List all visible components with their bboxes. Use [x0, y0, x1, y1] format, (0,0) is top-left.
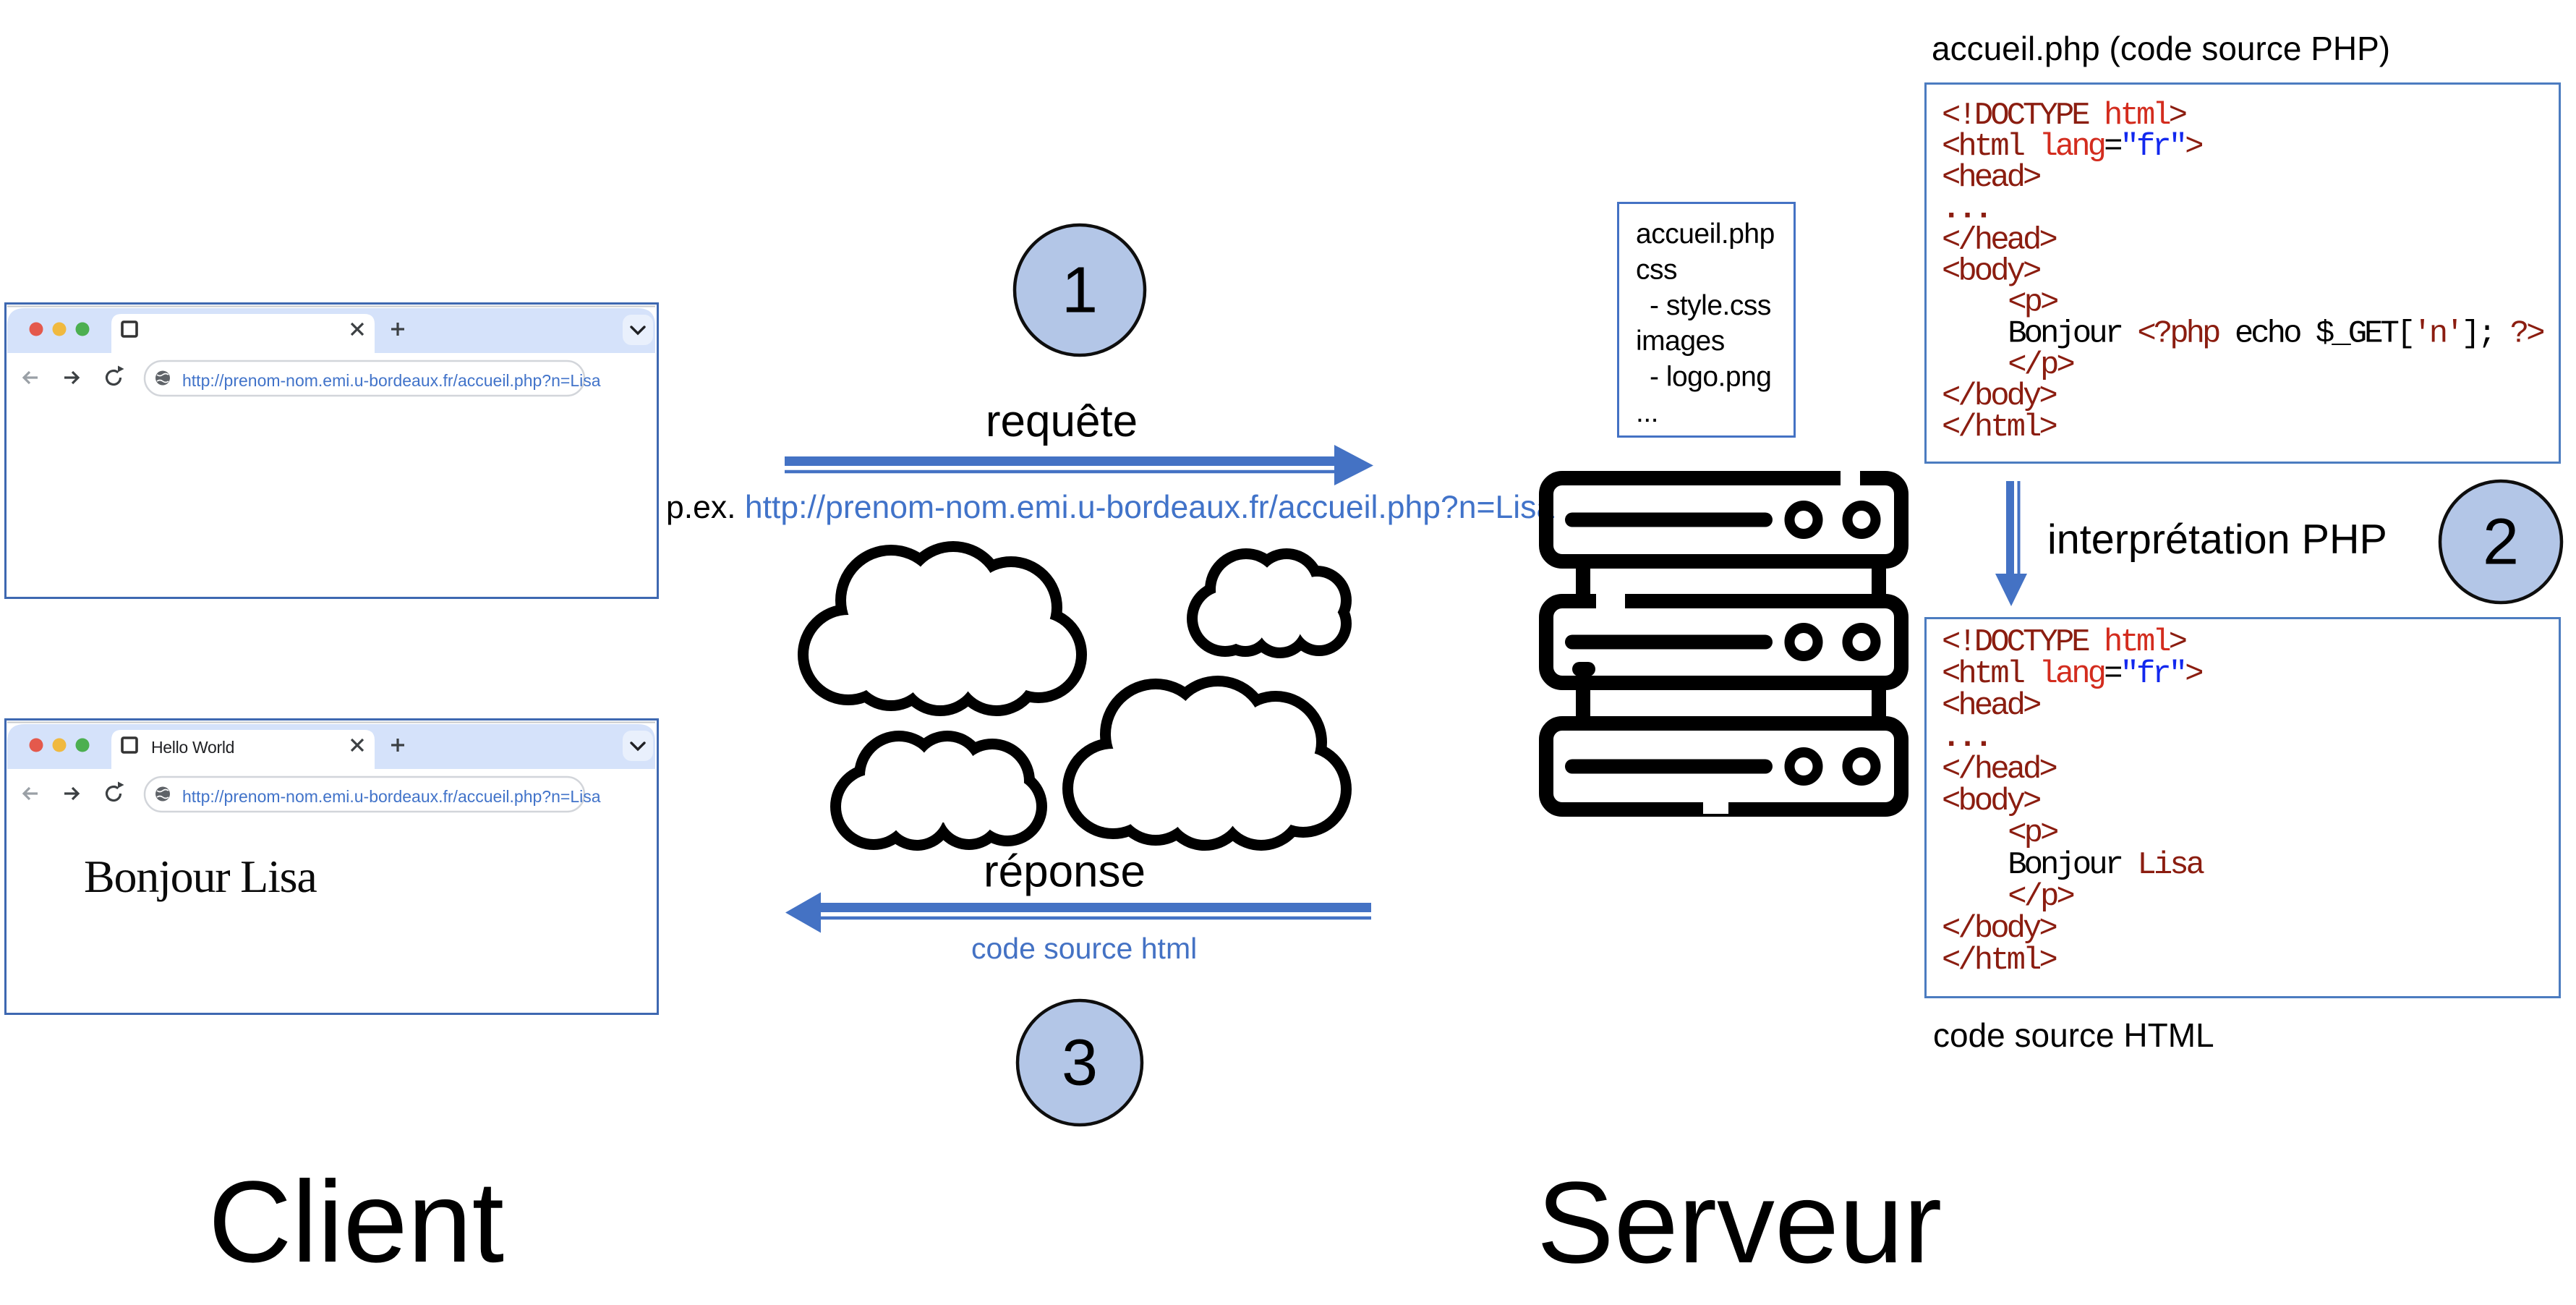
svg-text:3: 3 [1062, 1027, 1098, 1100]
svg-text:<!DOCTYPE html>: <!DOCTYPE html> [1942, 98, 2186, 134]
svg-text:</head>: </head> [1942, 222, 2056, 258]
svg-text:accueil.php: accueil.php [1636, 218, 1775, 250]
svg-text:http://prenom-nom.emi.u-bordea: http://prenom-nom.emi.u-bordeaux.fr/accu… [182, 371, 601, 390]
svg-text:interprétation PHP: interprétation PHP [2047, 517, 2387, 563]
svg-text:<body>: <body> [1942, 783, 2040, 820]
svg-text:...: ... [1942, 720, 1990, 756]
svg-text:1: 1 [1062, 255, 1098, 327]
svg-text:réponse: réponse [984, 847, 1146, 897]
svg-text:<body>: <body> [1942, 254, 2040, 290]
svg-text:<html lang="fr">: <html lang="fr"> [1942, 129, 2202, 165]
svg-text:<head>: <head> [1942, 688, 2040, 724]
svg-text:<html lang="fr">: <html lang="fr"> [1942, 656, 2202, 692]
svg-text:p.ex. http://prenom-nom.emi.u-: p.ex. http://prenom-nom.emi.u-bordeaux.f… [666, 490, 1554, 525]
svg-text:Bonjour Lisa: Bonjour Lisa [2008, 847, 2204, 883]
svg-text:accueil.php (code source PHP): accueil.php (code source PHP) [1932, 30, 2390, 67]
svg-text:<p>: <p> [2008, 285, 2057, 321]
svg-text:images: images [1636, 326, 1725, 357]
svg-text:</body>: </body> [1942, 911, 2056, 947]
svg-text:- logo.png: - logo.png [1650, 362, 1771, 393]
svg-text:</html>: </html> [1942, 943, 2056, 979]
svg-text:Bonjour <?php echo $_GET['n'];: Bonjour <?php echo $_GET['n']; ?> [2008, 316, 2543, 352]
svg-text:2: 2 [2483, 506, 2519, 579]
svg-text:</body>: </body> [1942, 378, 2056, 415]
svg-text:Client: Client [208, 1157, 504, 1286]
svg-text:- style.css: - style.css [1650, 290, 1771, 321]
svg-text:Serveur: Serveur [1537, 1157, 1942, 1287]
svg-text:<!DOCTYPE html>: <!DOCTYPE html> [1942, 624, 2186, 660]
svg-text:</p>: </p> [2008, 879, 2073, 915]
svg-text:</html>: </html> [1942, 409, 2056, 446]
svg-text:code source html: code source html [971, 932, 1197, 965]
svg-text:requête: requête [986, 396, 1138, 446]
svg-text:code source HTML: code source HTML [1933, 1016, 2214, 1054]
svg-text:<head>: <head> [1942, 160, 2040, 196]
svg-text:Hello World: Hello World [151, 738, 234, 757]
svg-text:...: ... [1636, 397, 1658, 428]
svg-text:</p>: </p> [2008, 347, 2073, 383]
svg-text:http://prenom-nom.emi.u-bordea: http://prenom-nom.emi.u-bordeaux.fr/accu… [182, 787, 601, 806]
svg-text:css: css [1636, 254, 1677, 285]
svg-text:...: ... [1942, 191, 1990, 227]
svg-text:<p>: <p> [2008, 815, 2057, 851]
svg-text:</head>: </head> [1942, 752, 2056, 788]
svg-text:Bonjour Lisa: Bonjour Lisa [84, 851, 317, 902]
